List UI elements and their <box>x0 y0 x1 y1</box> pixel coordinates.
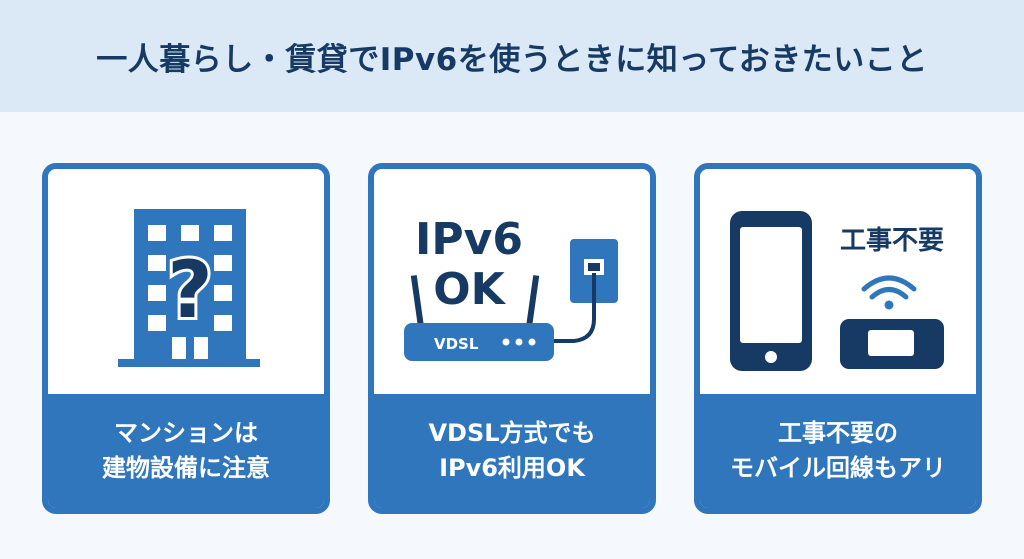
caption-line: 工事不要の <box>778 419 898 448</box>
caption-line: VDSL方式でも <box>428 419 596 448</box>
router-label: VDSL <box>434 335 479 353</box>
card-caption: 工事不要の モバイル回線もアリ <box>700 394 976 508</box>
title-banner: 一人暮らし・賃貸でIPv6を使うときに知っておきたいこと <box>0 0 1024 112</box>
caption-line: モバイル回線もアリ <box>730 454 946 482</box>
card-caption: VDSL方式でも IPv6利用OK <box>374 394 650 508</box>
card-mobile-line: 工事不要 工事不要の モバイル回線もアリ <box>694 163 982 514</box>
page-title: 一人暮らし・賃貸でIPv6を使うときに知っておきたいこと <box>96 41 928 78</box>
mobile-wifi-icon: 工事不要 <box>730 211 944 371</box>
card-illustration: IPv6 OK VDSL <box>374 169 650 394</box>
card-illustration: ? <box>48 169 324 394</box>
question-mark: ? <box>167 246 212 336</box>
ok-badge-text: OK <box>433 264 506 315</box>
building-question-icon: ? <box>118 209 260 367</box>
caption-line: IPv6利用OK <box>439 454 585 482</box>
caption-line: マンションは <box>114 419 258 448</box>
router-body <box>404 323 554 361</box>
card-building-equipment: ? マンションは 建物設備に注意 <box>42 163 330 514</box>
card-vdsl-ipv6: IPv6 OK VDSL VDSL方式でも IPv6利用OK <box>368 163 656 514</box>
caption-line: 建物設備に注意 <box>102 454 270 482</box>
ipv6-badge-text: IPv6 <box>415 214 523 265</box>
router-vdsl-icon: IPv6 OK VDSL <box>404 214 618 361</box>
no-construction-label: 工事不要 <box>840 226 944 256</box>
card-caption: マンションは 建物設備に注意 <box>48 394 324 508</box>
card-illustration: 工事不要 <box>700 169 976 394</box>
wifi-signal-icon <box>861 275 917 300</box>
